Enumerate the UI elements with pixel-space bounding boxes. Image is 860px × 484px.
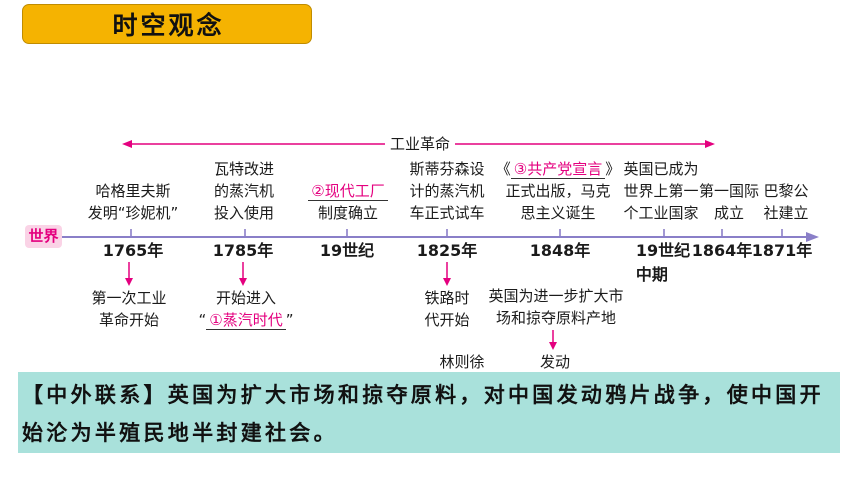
event-1864-description: 第一国际 成立 [674,180,784,224]
event-text-line: 英国已成为 [623,160,699,178]
event-1848-context: 英国为进一步扩大市 场和掠夺原料产地 [481,285,631,329]
open-bracket: 《 [495,160,511,178]
event-text-line: 开始进入 [215,289,276,307]
connection-note-box: 【中外联系】英国为扩大市场和掠夺原料，对中国发动鸦片战争，使中国开 始沦为半殖民… [18,372,840,453]
event-1848-next-step: 发动 [539,353,570,371]
section-title: 时空观念 [112,11,225,40]
connection-note-line: 始沦为半殖民地半封建社会。 [22,421,338,445]
down-arrow [239,262,247,286]
event-19c-description: ②现代工厂 制度确立 [273,180,423,224]
event-year: 19世纪 [319,241,375,260]
event-1785-description: 瓦特改进 的蒸汽机 投入使用 [169,158,319,224]
event-year-main: 19世纪 [635,241,691,260]
event-1825-consequence: 铁路时 代开始 [372,287,522,331]
event-1765-consequence: 第一次工业 革命开始 [54,287,204,331]
event-text-line: 车正式试车 [409,204,485,222]
event-text-line: 代开始 [424,311,470,329]
industrial-revolution-label: 工业革命 [384,135,456,153]
down-arrow [549,330,557,350]
event-text-line: 第一国际 [698,182,759,200]
event-1848-description: 《③共产党宣言》 正式出版，马克 思主义诞生 [483,158,633,224]
event-text-line: 革命开始 [98,311,159,329]
connection-note-line: 【中外联系】英国为扩大市场和掠夺原料，对中国发动鸦片战争，使中国开 [22,383,824,407]
event-text-line: 的蒸汽机 [213,182,274,200]
fill-in-answer: ②现代工厂 [308,182,388,201]
event-text-line: 计的蒸汽机 [409,182,485,200]
section-title-badge: 时空观念 [22,4,312,44]
down-arrow [443,262,451,286]
event-year: 1765年 [102,241,164,260]
world-label: 世界 [25,225,62,248]
close-quote: ” [285,311,294,329]
open-quote: “ [198,311,207,329]
event-text-line: 场和掠夺原料产地 [495,309,616,327]
event-text-line: 哈格里夫斯 [95,182,171,200]
event-year: 1848年 [529,241,591,260]
event-text-line: 个工业国家 [623,204,699,222]
event-text-line: 思主义诞生 [520,204,596,222]
event-year-sub: 中期 [635,265,668,284]
event-year-stack: 19世纪 中期 [636,241,690,285]
event-1825-description: 斯蒂芬森设 计的蒸汽机 车正式试车 [372,158,522,224]
event-year: 1871年 [751,241,813,260]
event-text-line: 制度确立 [317,204,378,222]
event-text-line: 世界上第一 [623,182,699,200]
timeline-axis-arrowhead [806,232,819,242]
event-year: 1864年 [691,241,753,260]
fill-in-answer: ③共产党宣言 [510,160,606,179]
event-text-line: 巴黎公 [763,182,809,200]
event-text-line: 第一次工业 [91,289,167,307]
fill-in-answer: ①蒸汽时代 [206,311,286,330]
event-year: 19世纪 中期 [623,241,703,285]
event-text-line: 正式出版，马克 [505,182,611,200]
event-year: 1785年 [212,241,274,260]
close-bracket: 》 [605,160,621,178]
event-text-line: “①蒸汽时代” [171,309,321,331]
event-text-line: 英国为进一步扩大市 [488,287,624,305]
event-1785-consequence: 开始进入 “①蒸汽时代” [171,287,321,331]
event-mid19c-description: 英国已成为 世界上第一 个工业国家 [586,158,736,224]
event-1765-description: 哈格里夫斯 发明“珍妮机” [58,180,208,224]
event-text-line: 成立 [713,204,744,222]
event-text-line: 斯蒂芬森设 [409,160,485,178]
event-text-line: 《③共产党宣言》 [483,158,633,180]
event-year: 1825年 [416,241,478,260]
event-text-line: 投入使用 [213,204,274,222]
event-text-line: ②现代工厂 [273,180,423,202]
event-text-line: 铁路时 [424,289,470,307]
partial-label: 林则徐 [439,353,485,371]
down-arrow [125,262,133,286]
event-1871-description: 巴黎公 社建立 [731,180,841,224]
event-text-line: 发明“珍妮机” [87,204,179,222]
event-text-line: 瓦特改进 [213,160,274,178]
event-text-line: 社建立 [763,204,809,222]
